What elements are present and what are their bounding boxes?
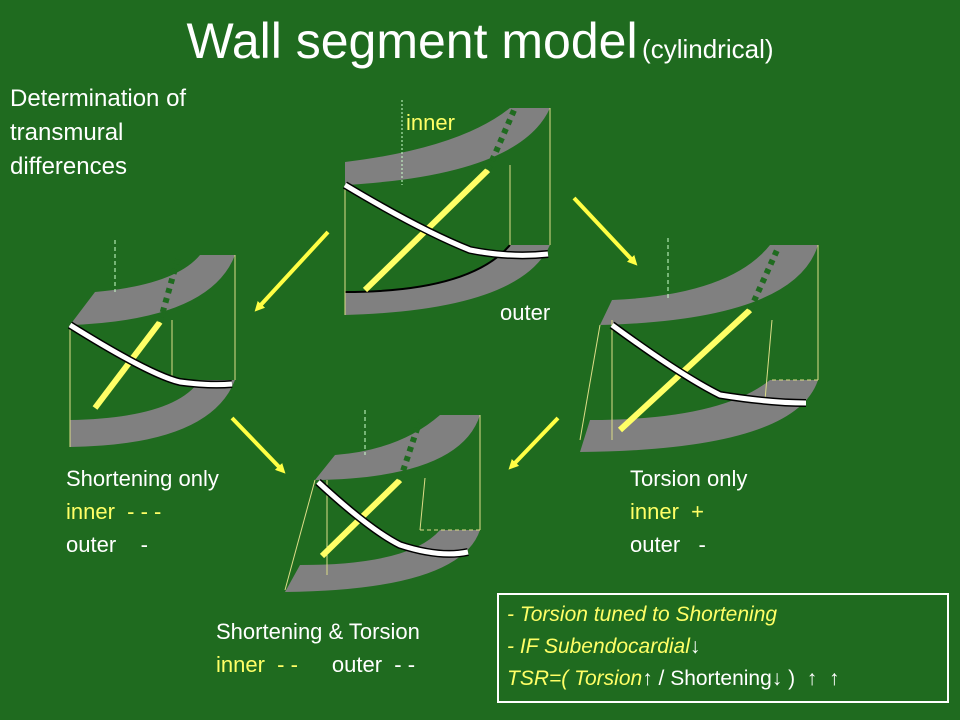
note-line-2: - IF Subendocardial↓ xyxy=(507,631,939,663)
segment-torsion-only xyxy=(579,238,819,452)
bottom-wall-band xyxy=(580,380,818,452)
caption-outer: outer - - xyxy=(331,652,416,677)
caption-inner: inner - - - xyxy=(66,499,162,524)
intro-line: transmural xyxy=(10,119,124,146)
page-title: Wall segment model (cylindrical) xyxy=(0,12,960,70)
caption-inner: inner + xyxy=(630,499,704,524)
title-sub: (cylindrical) xyxy=(642,34,774,64)
tsr-torsion-text: TSR=( Torsion xyxy=(507,667,643,690)
intro-text: Determination of transmural differences xyxy=(10,82,186,184)
arrow-torsion-to-both xyxy=(508,416,560,470)
caption-title: Torsion only xyxy=(630,466,748,491)
top-wall-band xyxy=(600,245,818,325)
caption-shortening-only: Shortening only inner - - - outer - xyxy=(66,462,219,561)
down-arrow-icon: ↓ xyxy=(689,635,701,658)
inner-fiber xyxy=(617,307,753,433)
inner-fiber xyxy=(92,320,163,410)
title-main: Wall segment model xyxy=(186,13,638,69)
outer-label: outer xyxy=(500,300,551,325)
segment-shortening-and-torsion xyxy=(284,410,481,592)
note-line-1: - Torsion tuned to Shortening xyxy=(507,603,778,626)
tsr-shortening-text: / Shortening xyxy=(652,667,772,690)
caption-title: Shortening only xyxy=(66,466,219,491)
arrow-to-torsion xyxy=(572,196,638,266)
top-wall-band xyxy=(345,108,550,185)
top-wall-band xyxy=(70,255,235,325)
down-arrow-icon: ↓ xyxy=(771,667,783,690)
caption-outer: outer - xyxy=(66,532,148,557)
intro-line: differences xyxy=(10,153,127,180)
inner-label: inner xyxy=(406,110,455,135)
segment-original xyxy=(342,100,551,315)
note-line-3: TSR=( Torsion↑ / Shortening↓ ) ↑ ↑ xyxy=(507,663,939,695)
bottom-wall-band xyxy=(70,380,235,447)
bottom-wall-band xyxy=(285,530,480,592)
inner-fiber-dotted xyxy=(485,106,518,172)
up-arrow-icon: ↑ xyxy=(642,667,653,690)
caption-shortening-and-torsion: Shortening & Torsion inner - - outer - - xyxy=(216,615,420,681)
intro-line: Determination of xyxy=(10,85,187,112)
outer-fiber xyxy=(342,181,549,260)
segment-shortening-only xyxy=(67,240,236,447)
arrow-to-shortening xyxy=(254,230,330,312)
caption-outer: outer - xyxy=(630,532,706,557)
note-line-2-text: - IF Subendocardial xyxy=(507,635,690,658)
bottom-wall-band xyxy=(345,245,550,315)
caption-inner: inner - - xyxy=(216,652,298,677)
caption-torsion-only: Torsion only inner + outer - xyxy=(630,462,747,561)
tsr-result-arrows: ) ↑ ↑ xyxy=(782,667,840,690)
caption-title: Shortening & Torsion xyxy=(216,619,420,644)
tsr-note-box: - Torsion tuned to Shortening - IF Suben… xyxy=(497,593,949,703)
arrow-shortening-to-both xyxy=(230,416,286,474)
top-wall-band xyxy=(315,415,480,480)
